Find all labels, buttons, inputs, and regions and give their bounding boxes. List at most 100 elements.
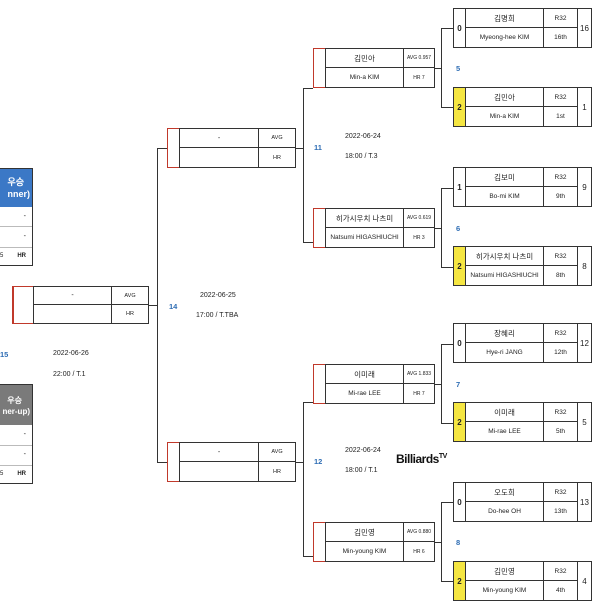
connector <box>435 384 441 385</box>
round32-seed: 5 <box>578 402 592 442</box>
connector <box>313 522 314 562</box>
round32-round: R32 <box>544 483 577 502</box>
connector <box>303 242 313 243</box>
logo-text: Billiards <box>396 452 439 466</box>
round16-avg: AVG 1.833 <box>404 365 434 384</box>
quarterfinal-time: 18:00 / T.3 <box>345 153 378 160</box>
quarterfinal-avg: AVG <box>259 443 295 462</box>
round32-name-en: Min-young KIM <box>466 581 544 600</box>
winner-header: 우승 nner) <box>0 169 32 207</box>
round32-round: R32 <box>544 247 577 266</box>
connector <box>157 148 158 463</box>
connector <box>167 442 168 482</box>
quarterfinal-avg: AVG <box>259 129 295 148</box>
quarterfinal-date: 2022-06-24 <box>345 447 381 454</box>
connector <box>441 28 453 29</box>
round16-name-ko: 김민영 <box>326 523 404 542</box>
round32-rank: 16th <box>554 34 567 41</box>
round16-name-ko: 히가시우치 나츠미 <box>326 209 404 228</box>
connector <box>303 88 304 242</box>
connector <box>435 228 441 229</box>
connector <box>12 286 34 287</box>
round32-rank: 5th <box>555 428 566 435</box>
round32-name-ko: 장혜리 <box>466 324 544 343</box>
billiards-tv-logo: BilliardsTV <box>396 452 447 466</box>
round32-seed: 4 <box>578 561 592 601</box>
round32-name-ko: 김명희 <box>466 9 544 28</box>
connector <box>435 542 441 543</box>
round32-seed: 1 <box>578 87 592 127</box>
connector <box>441 28 442 107</box>
semifinal-hr: HR <box>126 311 134 317</box>
round16-hr: HR 7 <box>413 390 425 397</box>
connector <box>441 344 453 345</box>
winner-label-en: nner) <box>7 189 31 199</box>
winner-card: 우승 nner) - - 5 HR <box>0 168 33 266</box>
winner-name-ko: - <box>23 213 26 220</box>
connector <box>313 364 325 365</box>
round16-avg: AVG 0.880 <box>404 523 434 542</box>
round32-name-ko: 김민영 <box>466 562 544 581</box>
connector <box>167 442 179 443</box>
connector <box>313 48 325 49</box>
round32-name-ko: 히가시우치 나츠미 <box>466 247 544 266</box>
semifinal-box: - AVG HR <box>33 286 149 324</box>
connector <box>313 364 314 404</box>
quarterfinal-hr: HR <box>273 468 281 475</box>
connector <box>441 344 442 423</box>
round32-seed: 13 <box>578 482 592 522</box>
round32-round: R32 <box>544 88 577 107</box>
connector <box>441 502 442 581</box>
round32-rank: 9th <box>555 193 566 200</box>
semifinal-name-2 <box>34 305 112 323</box>
runnerup-stub: 5 <box>0 471 4 477</box>
runnerup-label-ko: 우승 <box>7 396 22 405</box>
winner-stub: 5 <box>0 253 4 259</box>
connector <box>313 522 325 523</box>
connector <box>441 188 442 267</box>
round32-name-ko: 김민아 <box>466 88 544 107</box>
round32-seed: 8 <box>578 246 592 286</box>
connector <box>157 462 167 463</box>
match-number-quarterfinal: 11 <box>314 143 322 152</box>
connector <box>303 556 313 557</box>
round32-round: R32 <box>544 562 577 581</box>
round32-name-en: Myeong-hee KIM <box>466 28 544 47</box>
runnerup-name-ko: - <box>23 431 26 438</box>
round16-hr: HR 3 <box>413 234 425 241</box>
runnerup-card: 우승 ner-up) - - 5 HR <box>0 384 33 484</box>
connector <box>167 128 179 129</box>
round16-name-en: Mi-rae LEE <box>326 384 404 403</box>
winner-label-ko: 우승 <box>7 177 24 187</box>
round16-name-en: Min-a KIM <box>326 68 404 87</box>
round32-round: R32 <box>544 168 577 187</box>
round32-rank: 4th <box>555 587 566 594</box>
connector <box>296 148 303 149</box>
quarterfinal-time: 18:00 / T.1 <box>345 467 378 474</box>
connector <box>313 208 314 248</box>
round32-seed: 12 <box>578 323 592 363</box>
match-number-quarterfinal: 12 <box>314 457 323 466</box>
match-number-semifinal: 14 <box>169 302 178 311</box>
round16-name-en: Natsumi HIGASHIUCHI <box>326 228 404 247</box>
quarterfinal-date: 2022-06-24 <box>345 133 381 140</box>
connector <box>303 402 313 403</box>
round16-avg: AVG 0.957 <box>404 49 434 68</box>
connector <box>296 462 303 463</box>
round16-name-en: Min-young KIM <box>326 542 404 561</box>
connector <box>313 48 314 88</box>
round32-name-en: Natsumi HIGASHIUCHI <box>466 266 544 285</box>
connector <box>303 402 304 556</box>
semifinal-name: - <box>34 287 112 305</box>
round32-rank: 13th <box>554 508 567 515</box>
connector <box>441 107 453 108</box>
